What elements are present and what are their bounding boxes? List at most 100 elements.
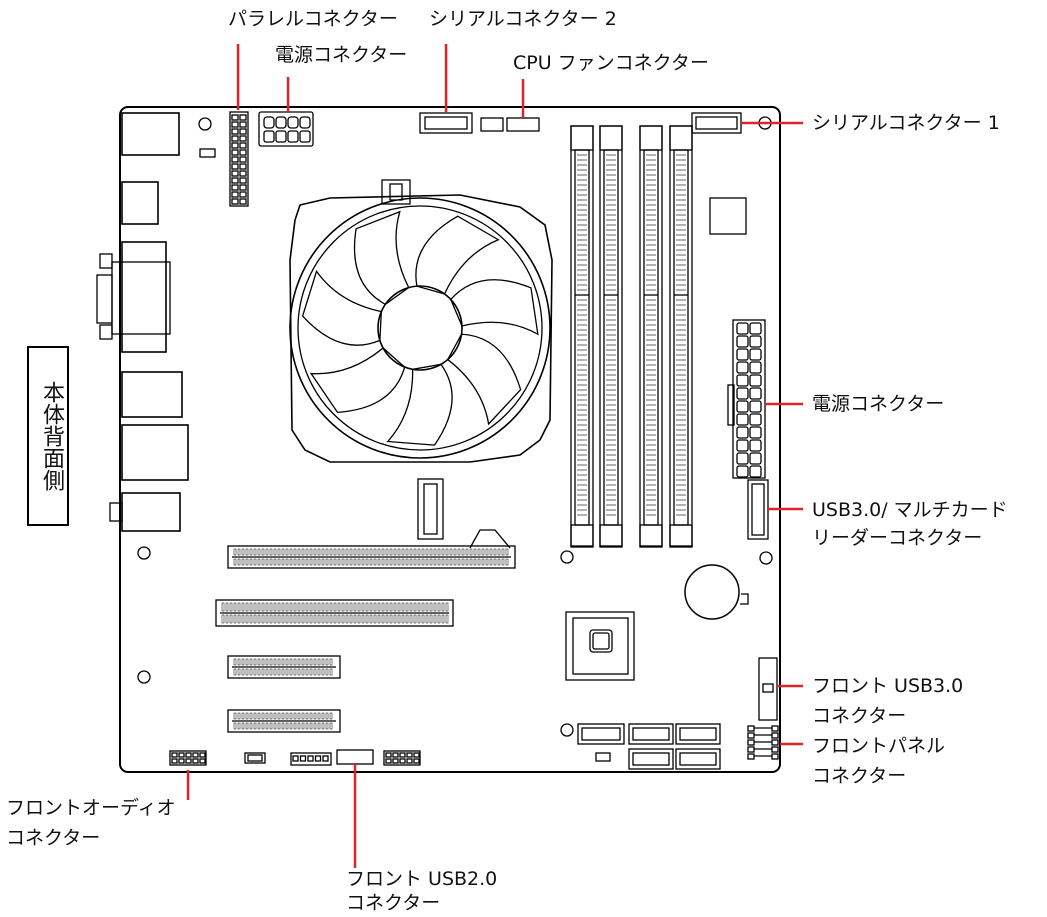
pin xyxy=(749,452,762,465)
fan-blade xyxy=(309,347,406,414)
pin xyxy=(749,374,762,387)
pin xyxy=(239,177,247,184)
pin xyxy=(392,758,399,764)
pin xyxy=(239,163,247,170)
cpu-cooler xyxy=(289,179,553,463)
fan-blade xyxy=(450,279,539,336)
rear-side-label: 本体背面側 xyxy=(39,381,64,491)
fan-blade xyxy=(301,269,383,346)
pin xyxy=(307,755,314,762)
parallel-connector xyxy=(229,111,249,207)
pin xyxy=(239,156,247,163)
label-front-usb30-2: コネクター xyxy=(812,705,907,727)
pin xyxy=(749,335,762,348)
pin xyxy=(736,465,749,478)
label-front-usb20-1: フロント USB2.0 xyxy=(346,868,498,890)
dimm-slot xyxy=(570,125,594,548)
label-power-connector-top: 電源コネクター xyxy=(275,44,408,66)
pin xyxy=(231,156,239,163)
pin xyxy=(239,114,247,121)
pin xyxy=(231,163,239,170)
rear-io-block xyxy=(121,424,189,481)
rear-io-block xyxy=(121,112,180,156)
pin xyxy=(231,184,239,191)
pin xyxy=(178,752,185,758)
pin xyxy=(749,439,762,452)
parallel-header-body xyxy=(229,111,249,207)
pin xyxy=(406,758,413,764)
rear-io-block xyxy=(121,181,159,225)
fan-blade xyxy=(446,333,522,426)
chip xyxy=(709,197,747,235)
pin xyxy=(231,135,239,142)
board-outline xyxy=(119,106,781,773)
pin xyxy=(299,755,307,762)
pin xyxy=(736,426,749,439)
pin xyxy=(231,177,239,184)
pcie-latch xyxy=(469,529,511,549)
mounting-hole xyxy=(137,546,151,560)
chipset xyxy=(565,611,635,681)
label-usb30-cardreader-1: USB3.0/ マルチカード xyxy=(812,499,1008,521)
label-power-connector-right: 電源コネクター xyxy=(812,393,945,415)
cmos-battery xyxy=(684,564,740,620)
pin xyxy=(171,758,178,764)
bottom-header xyxy=(383,750,421,766)
pin xyxy=(399,758,406,764)
pin xyxy=(239,198,247,205)
rear-io-block xyxy=(121,371,183,418)
pin xyxy=(322,755,329,762)
rear-io-block xyxy=(109,502,123,522)
pin xyxy=(231,128,239,135)
label-serial-connector-2: シリアルコネクター 2 xyxy=(429,8,617,30)
pin xyxy=(749,426,762,439)
label-front-audio-1: フロントオーディオ xyxy=(6,797,176,819)
pcie-slot xyxy=(227,545,516,569)
pin xyxy=(239,170,247,177)
bottom-small-connector xyxy=(244,752,266,764)
pin xyxy=(413,758,420,764)
power-connector-top xyxy=(258,111,314,147)
pin xyxy=(239,191,247,198)
label-parallel-connector: パラレルコネクター xyxy=(228,8,398,30)
sata-ports xyxy=(577,723,721,770)
label-front-audio-2: コネクター xyxy=(6,827,101,849)
fan-header xyxy=(480,117,504,132)
label-serial-connector-1: シリアルコネクター 1 xyxy=(812,112,1000,134)
pcie-slot xyxy=(227,709,341,733)
pin xyxy=(231,198,239,205)
fan-blade xyxy=(415,215,500,295)
pin xyxy=(231,121,239,128)
pin xyxy=(413,752,420,758)
mounting-hole xyxy=(560,723,574,737)
pin xyxy=(178,758,185,764)
jumper xyxy=(199,148,216,158)
dimm-slot xyxy=(639,125,663,548)
pin xyxy=(171,752,178,758)
mounting-hole xyxy=(560,550,574,564)
pin xyxy=(199,752,206,758)
pin xyxy=(749,387,762,400)
pin xyxy=(185,758,192,764)
front-audio-connector xyxy=(169,750,207,766)
label-front-usb30-1: フロント USB3.0 xyxy=(812,675,964,697)
pin xyxy=(736,387,749,400)
pin xyxy=(736,348,749,361)
mounting-hole xyxy=(759,551,773,565)
pin xyxy=(736,322,749,335)
leader-lines xyxy=(186,44,803,868)
pcie-slot xyxy=(215,599,454,627)
pin xyxy=(736,413,749,426)
pin xyxy=(292,755,299,762)
label-cpu-fan-connector: CPU ファンコネクター xyxy=(513,52,709,74)
pin xyxy=(231,191,239,198)
pin xyxy=(385,758,392,764)
pin xyxy=(231,114,239,121)
pin xyxy=(736,361,749,374)
pcie-slot xyxy=(227,655,341,679)
pin xyxy=(239,142,247,149)
pin xyxy=(736,439,749,452)
label-front-usb20-2: コネクター xyxy=(346,892,441,914)
pin xyxy=(239,184,247,191)
